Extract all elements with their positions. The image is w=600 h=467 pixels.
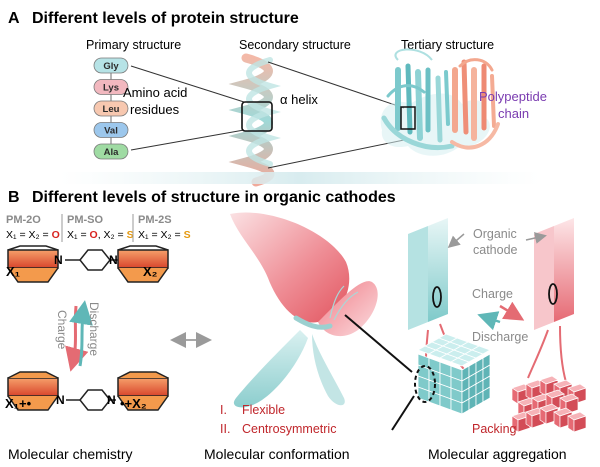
neutral-x2: X₂ <box>143 264 158 279</box>
organic-cathode-line1: Organic <box>473 227 517 241</box>
compound-legend: PM-2O X₁ = X₂ = O PM-SO X₁ = O, X₂ = S P… <box>6 214 191 242</box>
charged-molecule: X₁+• N N •+X₂ <box>5 371 169 411</box>
aggregation-discharge-arrow <box>477 311 501 331</box>
feature-2-text: Centrosymmetric <box>242 422 336 436</box>
charged-n-right: N <box>107 393 116 407</box>
zoom-line-top-2 <box>267 61 405 109</box>
neutral-molecule: X₁ N N X₂ <box>6 245 169 283</box>
amino-acid-caption-line2: residues <box>130 102 180 117</box>
panel-b-letter: B <box>8 189 20 206</box>
zoom-line-bottom <box>130 129 245 151</box>
zoom-line-butterfly-top <box>344 314 413 373</box>
residue-label: Gly <box>103 61 119 72</box>
section-separator <box>60 172 540 184</box>
residue-lys <box>93 79 129 95</box>
residue-leu <box>93 100 129 117</box>
cube-highlight-ellipse <box>414 365 436 403</box>
organic-cathode-pointer-left <box>447 233 465 248</box>
red-packing-blocks <box>511 375 587 433</box>
molecular-conformation-caption: Molecular conformation <box>204 446 350 462</box>
molecular-chemistry-caption: Molecular chemistry <box>8 446 132 462</box>
feature-1-number: I. <box>220 403 227 417</box>
organic-cathode-line2: cathode <box>473 243 518 257</box>
zoom-line-butterfly-bottom <box>391 395 415 431</box>
primary-structure-label: Primary structure <box>86 38 181 52</box>
teal-molecular-cube <box>417 333 491 415</box>
cube-tile-top <box>471 345 491 355</box>
residue-label: Ala <box>104 147 120 158</box>
molecular-aggregation-caption: Molecular aggregation <box>428 446 567 462</box>
packing-label: Packing <box>472 422 517 436</box>
organic-cathode-pointer-right <box>525 232 547 244</box>
pm-so-name: PM-SO <box>67 214 104 226</box>
tertiary-structure-label: Tertiary structure <box>401 38 494 52</box>
amino-acid-caption-line1: Amino acid <box>123 85 187 100</box>
pm-2s-formula: X₁ = X₂ = S <box>138 229 191 241</box>
aggregation-charge-label: Charge <box>472 287 513 301</box>
neutral-n-right: N <box>109 253 118 267</box>
residue-label: Val <box>104 126 118 137</box>
alpha-helix <box>228 53 281 187</box>
aggregation-charge-arrow <box>499 301 525 321</box>
pm-2o-formula: X₁ = X₂ = O <box>6 229 60 241</box>
organic-cathode-panel-red <box>534 218 574 330</box>
cathode-pore-red <box>548 283 558 305</box>
alpha-helix-label: α helix <box>280 92 318 107</box>
residue-ala <box>93 143 129 160</box>
neutral-x1: X₁ <box>6 264 20 279</box>
panel-b-title: Different levels of structure in organic… <box>32 189 396 206</box>
pm-2o-name: PM-2O <box>6 214 41 226</box>
packing-block-side <box>573 415 587 433</box>
tertiary-highlight-box <box>400 106 416 130</box>
residue-gly <box>93 57 129 74</box>
feature-2-number: II. <box>220 422 230 436</box>
butterfly-conformation <box>230 212 378 408</box>
neutral-n-left: N <box>54 253 63 267</box>
zoom-line-top <box>130 65 245 103</box>
residue-label: Leu <box>103 104 120 115</box>
aggregation-discharge-label: Discharge <box>472 330 528 344</box>
polypeptide-chain-line1: Polypeptide <box>479 89 547 104</box>
panel-a-title: Different levels of protein structure <box>32 10 299 27</box>
charged-x2: •+X₂ <box>120 396 147 411</box>
helix-highlight-box <box>241 101 273 132</box>
cathode-pore-teal <box>432 286 442 308</box>
charge-label-left: Charge <box>55 310 69 350</box>
cube-tile-side <box>482 386 491 403</box>
feature-1-text: Flexible <box>242 403 285 417</box>
organic-cathode-panel-teal <box>408 218 448 330</box>
pm-so-formula: X₁ = O, X₂ = S <box>67 229 134 241</box>
charged-n-left: N <box>56 393 65 407</box>
zoom-line-bottom-2 <box>267 139 405 169</box>
polypeptide-chain-line2: chain <box>498 106 529 121</box>
charged-x1: X₁+• <box>5 396 32 411</box>
discharge-label-left: Discharge <box>87 302 101 356</box>
panel-a-letter: A <box>8 10 20 27</box>
residue-label: Lys <box>103 83 119 94</box>
residue-val <box>93 122 129 138</box>
tertiary-protein-ribbon <box>380 48 500 156</box>
pm-2s-name: PM-2S <box>138 214 172 226</box>
secondary-structure-label: Secondary structure <box>239 38 351 52</box>
charge-discharge-arrows <box>65 300 93 372</box>
